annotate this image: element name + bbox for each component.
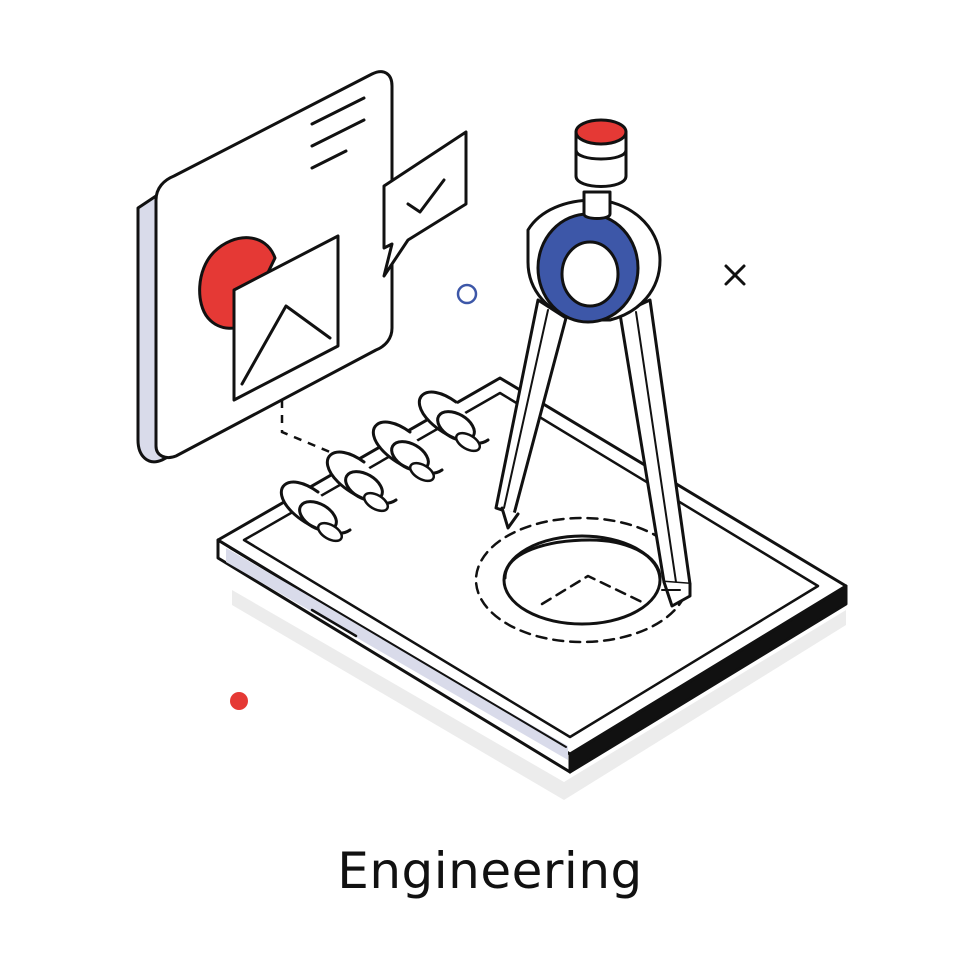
red-dot-icon — [230, 692, 248, 710]
image-card-icon — [136, 70, 394, 464]
illustration-caption: Engineering — [337, 842, 643, 900]
sparkle-cross-icon — [724, 264, 746, 286]
connector-line — [280, 400, 331, 454]
drafting-compass-icon — [494, 118, 692, 608]
chat-bubble-check-icon — [382, 130, 468, 278]
spiral-notebook-icon — [216, 376, 848, 800]
ring-dot-icon — [456, 283, 478, 305]
